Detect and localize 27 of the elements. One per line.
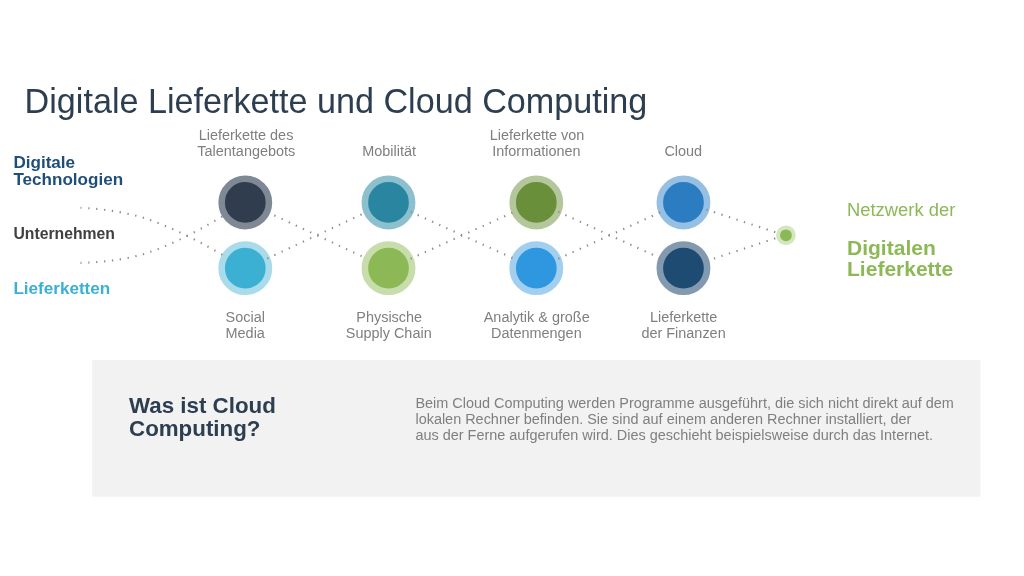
node-circle <box>361 240 416 295</box>
node-circle <box>656 240 711 295</box>
node-label: Physische Supply Chain <box>345 308 432 341</box>
node-label: Lieferkette der Finanzen <box>641 308 726 341</box>
node-circle <box>361 175 416 229</box>
node-label: Social Media <box>225 308 265 341</box>
node-label: Analytik & große Datenmengen <box>483 308 590 341</box>
connector <box>80 206 226 257</box>
label: Unternehmen <box>13 224 115 242</box>
node-circle <box>656 175 711 229</box>
node-label: Lieferkette von Informationen <box>489 126 585 159</box>
node-circle <box>509 175 564 229</box>
connector <box>557 210 662 260</box>
node-circle <box>509 240 564 295</box>
node-label: Cloud <box>664 142 703 159</box>
node-label: Mobilität <box>362 142 416 159</box>
node-label: Digitalen Lieferkette <box>847 235 954 280</box>
label: Digitale Technologien <box>13 151 124 189</box>
node-label: Netzwerk der <box>847 198 956 220</box>
diagram-title: Digitale Lieferkette und Cloud Computing <box>24 81 648 120</box>
connector <box>410 210 515 260</box>
node-circle <box>776 224 796 245</box>
node-label: Lieferkette des Talentangebots <box>197 126 296 159</box>
node-circle <box>218 175 273 229</box>
node-circle <box>218 240 273 295</box>
label: Lieferketten <box>13 278 111 298</box>
connector <box>706 208 779 234</box>
